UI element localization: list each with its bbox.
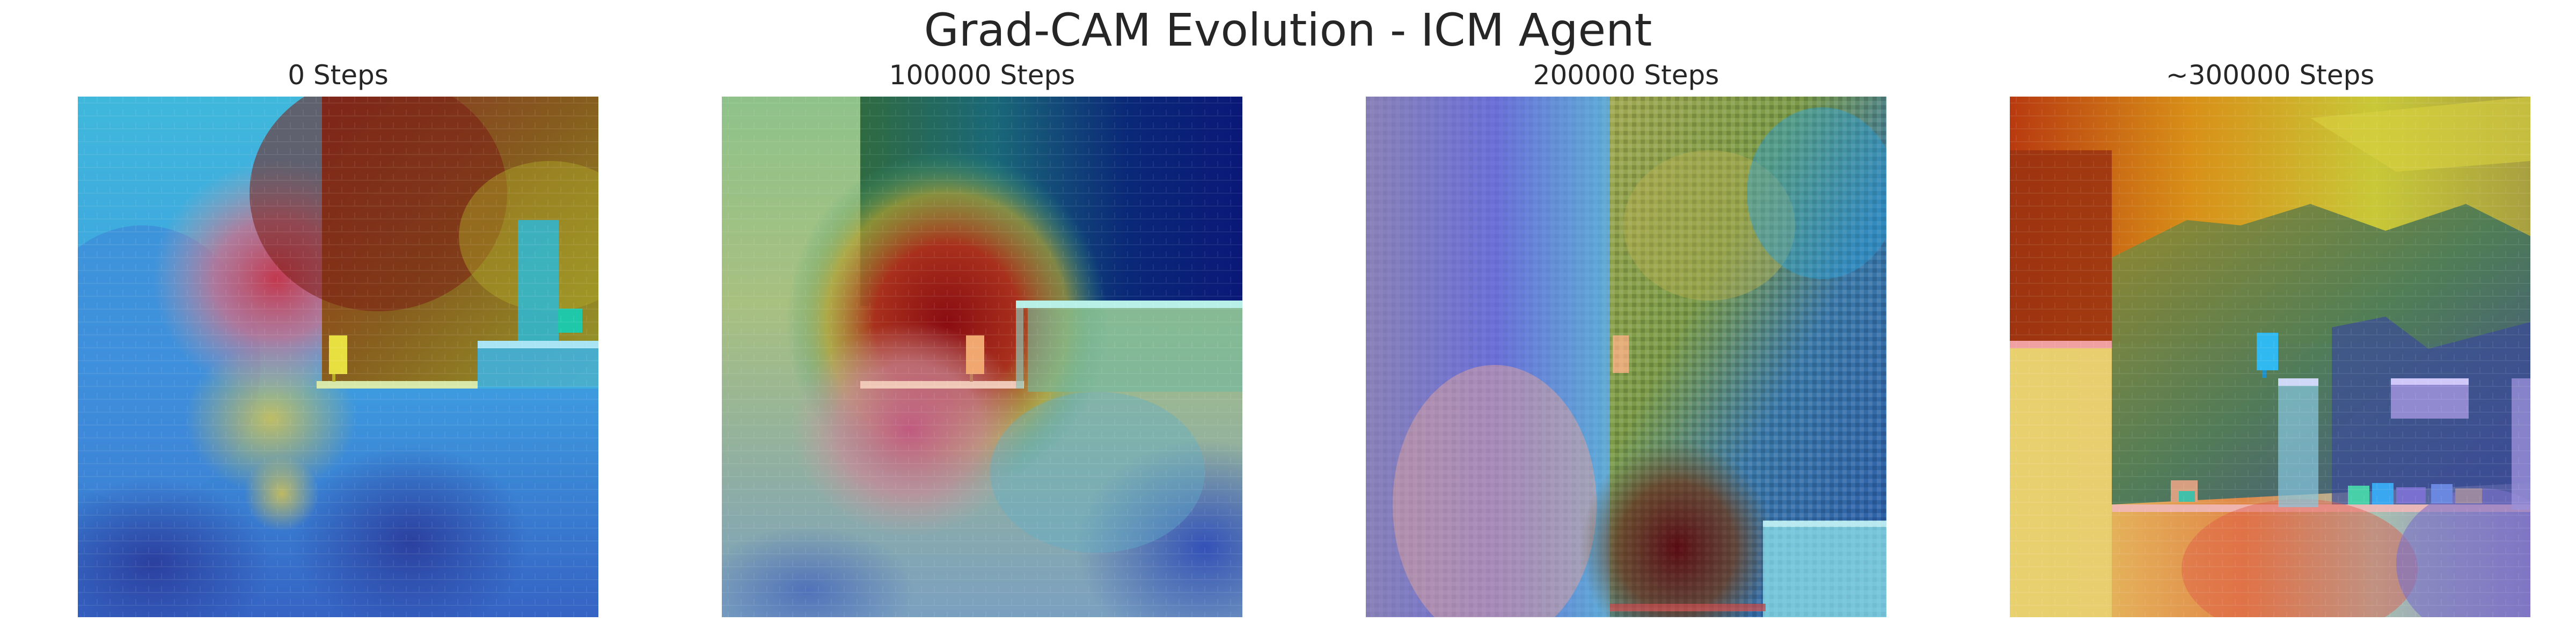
- panel-title: 200000 Steps: [1533, 60, 1719, 91]
- panel-300000-steps: ~300000 Steps: [2010, 54, 2530, 623]
- figure-title: Grad-CAM Evolution - ICM Agent: [924, 4, 1652, 56]
- panel-title: 100000 Steps: [889, 60, 1075, 91]
- panel-title: 0 Steps: [288, 60, 389, 91]
- panel-title: ~300000 Steps: [2165, 60, 2375, 91]
- gradcam-image-0-steps: [78, 97, 598, 617]
- panel-100000-steps: 100000 Steps: [722, 54, 1242, 623]
- gradcam-image-100000-steps: [722, 97, 1242, 617]
- panel-200000-steps: 200000 Steps: [1366, 54, 1886, 623]
- panel-0-steps: 0 Steps: [78, 54, 598, 623]
- gradcam-image-300000-steps: [2010, 97, 2530, 617]
- gradcam-image-200000-steps: [1366, 97, 1886, 617]
